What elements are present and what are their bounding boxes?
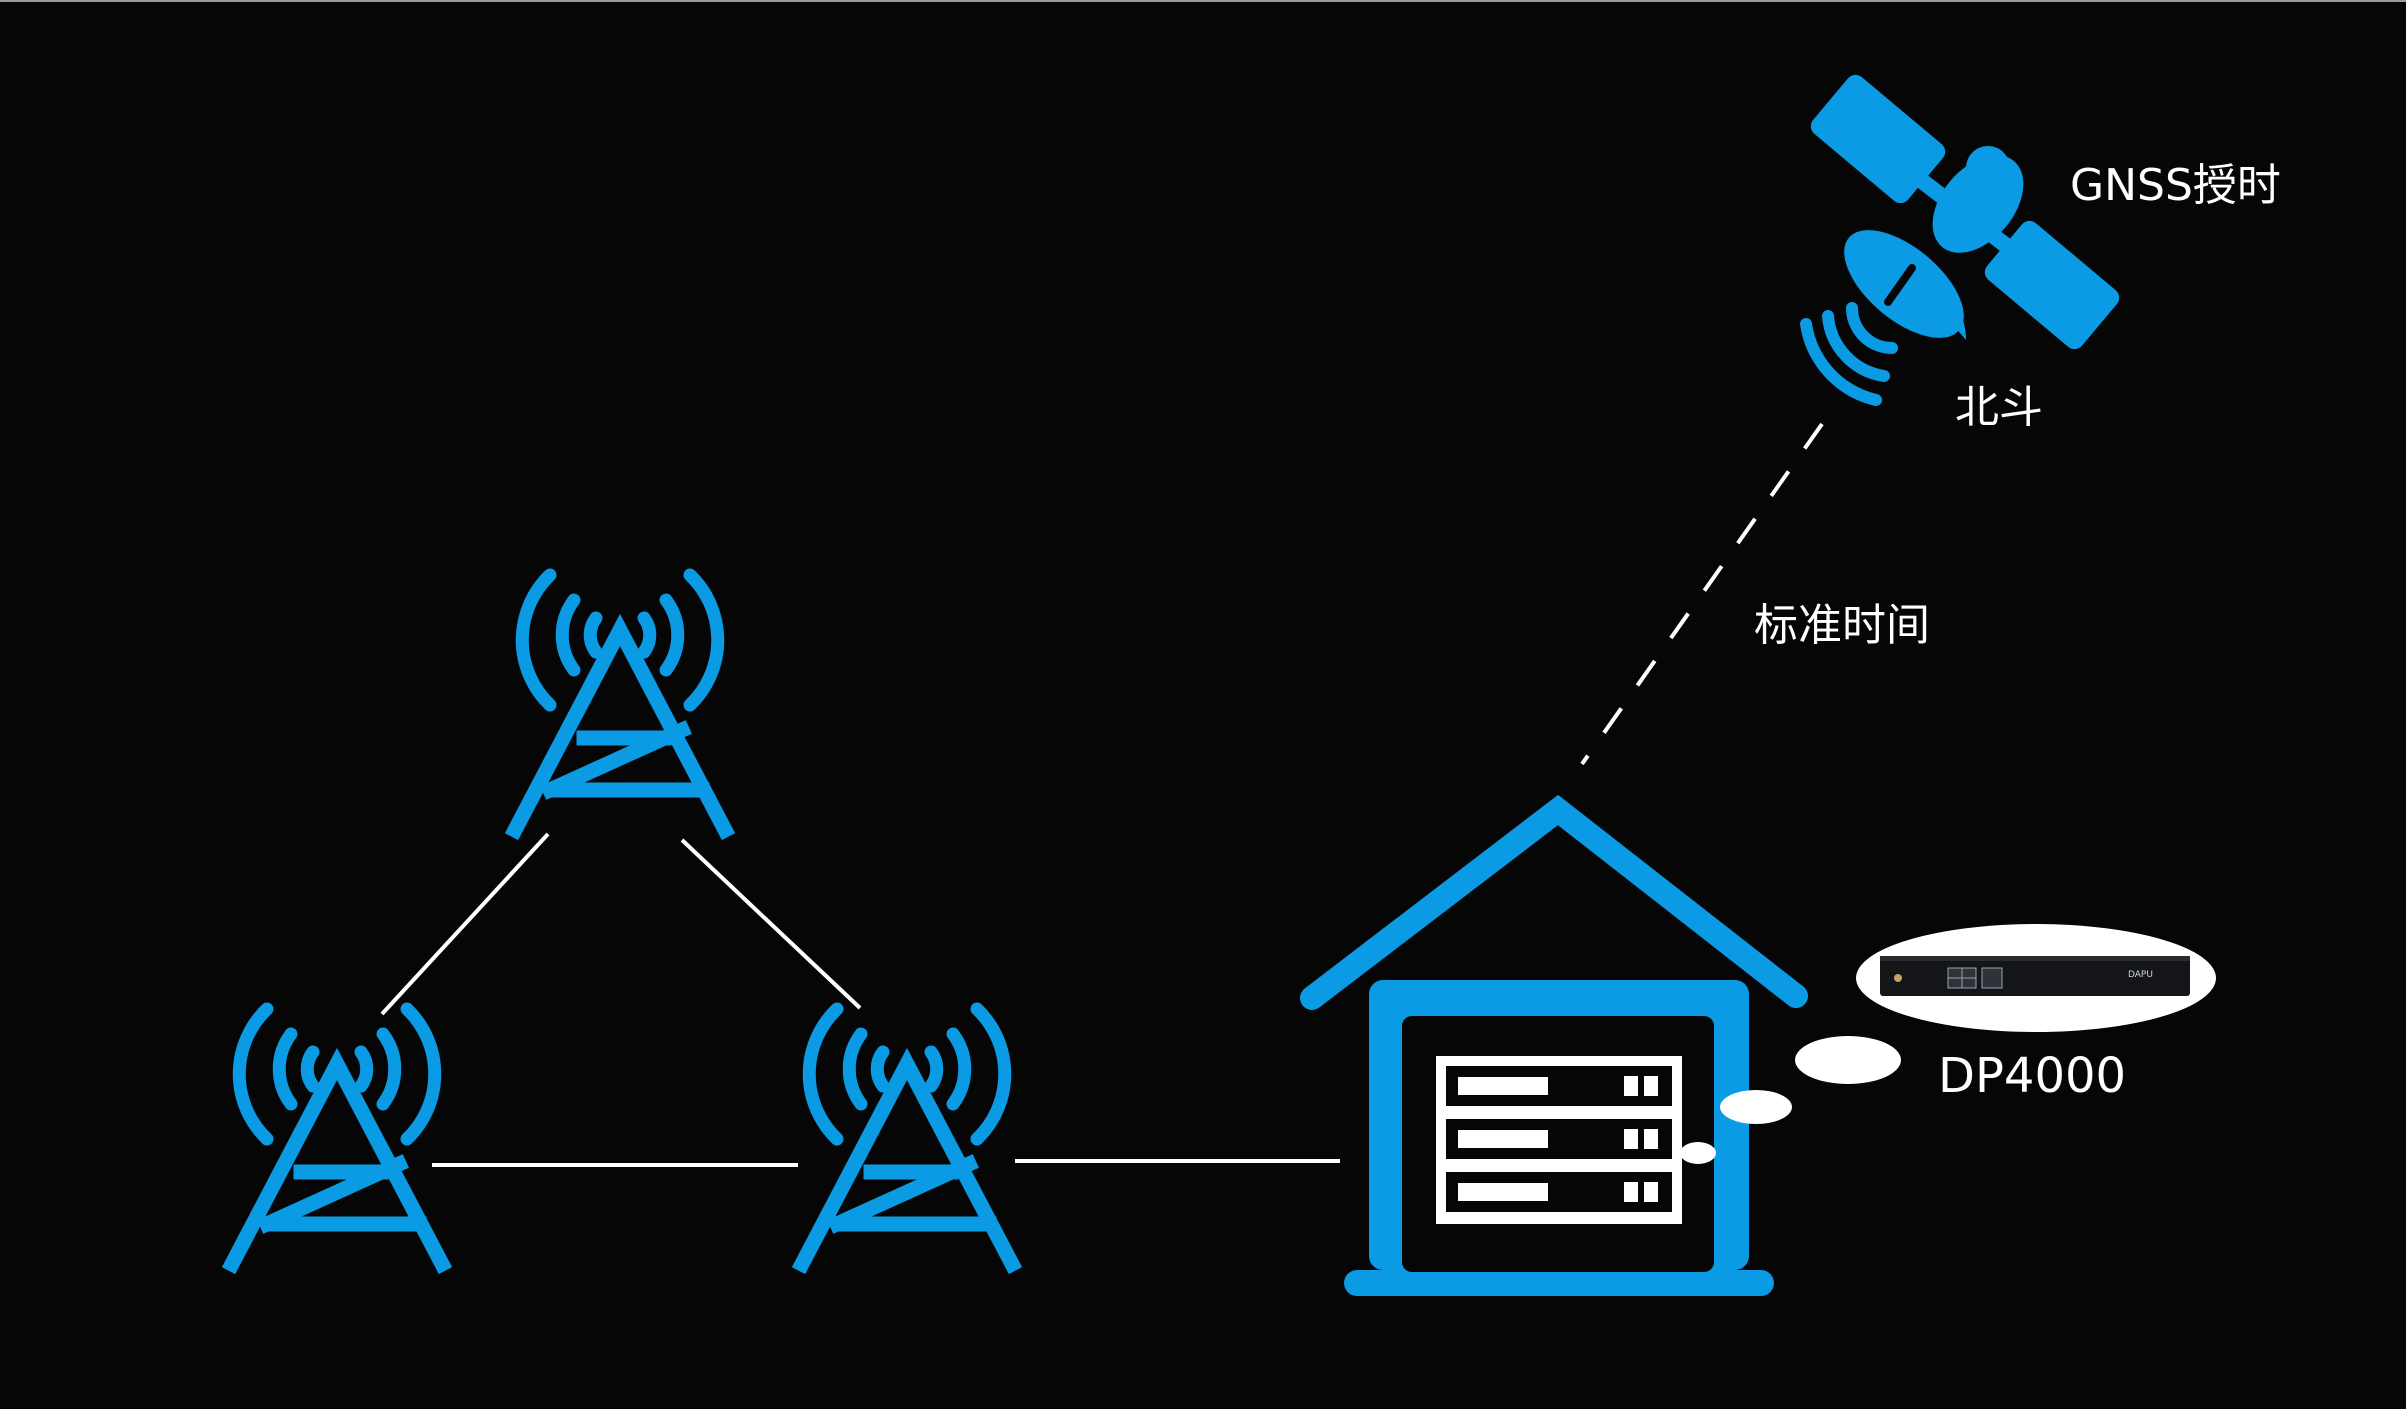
cell-tower-icon: [232, 1009, 442, 1264]
house-icon: [1300, 794, 1808, 1296]
link-top-left: [380, 832, 550, 1016]
cell-tower-icon: [802, 1009, 1012, 1264]
gnss-timing-label: GNSS授时: [2070, 160, 2281, 211]
beidou-label: 北斗: [1955, 382, 2043, 433]
tower-links: [380, 832, 1340, 1167]
cell-tower-icon: [515, 575, 725, 830]
standard-time-label: 标准时间: [1754, 600, 1930, 651]
device-photo: DAPU: [1880, 956, 2190, 996]
link-top-right: [680, 838, 862, 1010]
standard-time-dashed-link: [1580, 422, 1824, 766]
device-brand: DAPU: [2128, 970, 2153, 980]
satellite-icon: [1800, 74, 2120, 406]
device-model-label: DP4000: [1938, 1048, 2127, 1104]
server-rack-icon: [1436, 1056, 1682, 1224]
